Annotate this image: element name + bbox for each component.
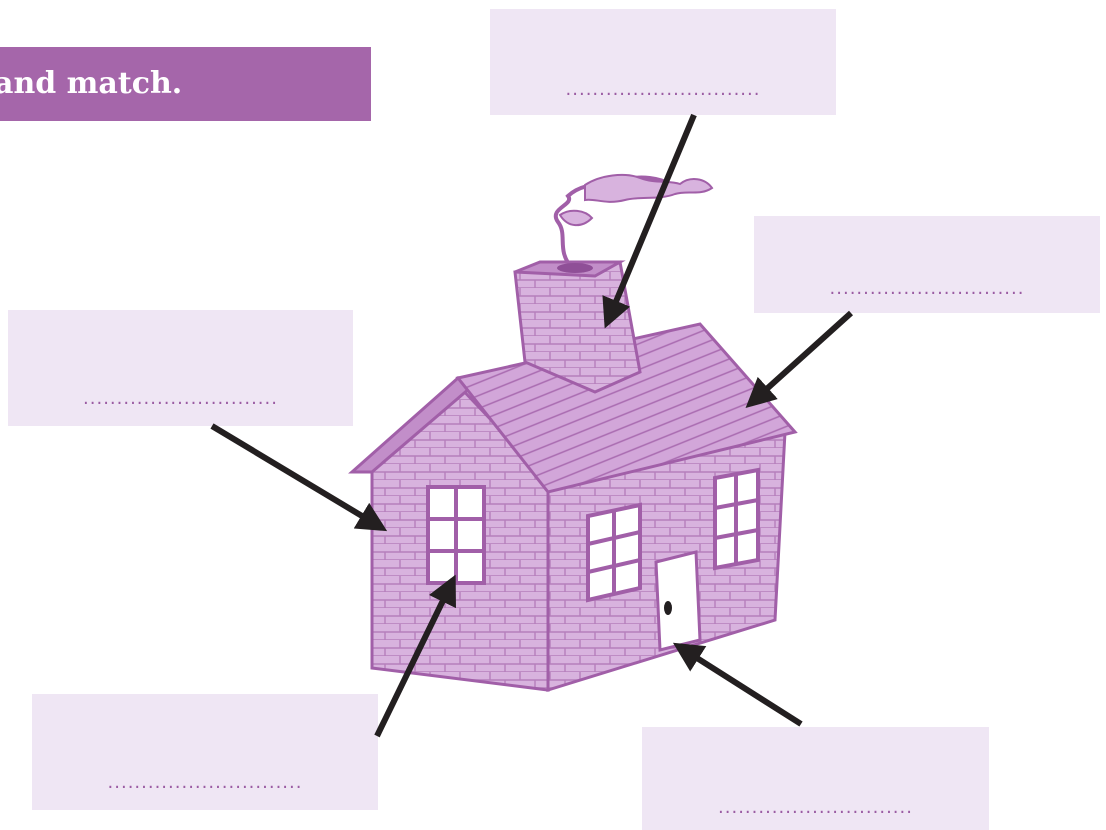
answer-box-chimney[interactable]: ............................. [490,9,836,115]
instruction-text: and match. [0,66,183,101]
answer-box-window[interactable]: ............................. [32,694,378,810]
arrows [210,113,854,738]
answer-line-window[interactable]: ............................. [107,772,303,793]
front-window-left-icon [586,502,642,603]
side-window-icon [426,485,486,585]
front-window-right-icon [713,467,760,571]
house-icon [348,173,798,693]
door-icon [654,550,702,652]
answer-line-roof[interactable]: ............................. [829,278,1025,299]
instruction-banner: and match. [0,47,371,121]
arrow-roof [745,310,854,409]
answer-box-wall[interactable]: ............................. [8,310,353,426]
arrow-chimney [602,113,697,329]
arrow-wall [210,423,388,532]
arrow-window [374,574,456,738]
answer-box-door[interactable]: ............................. [642,727,989,830]
answer-line-wall[interactable]: ............................. [83,388,278,409]
answer-box-roof[interactable]: ............................. [754,216,1100,313]
answer-line-door[interactable]: ............................. [718,797,913,818]
answer-line-chimney[interactable]: ............................. [565,79,761,100]
arrow-door [672,642,803,727]
